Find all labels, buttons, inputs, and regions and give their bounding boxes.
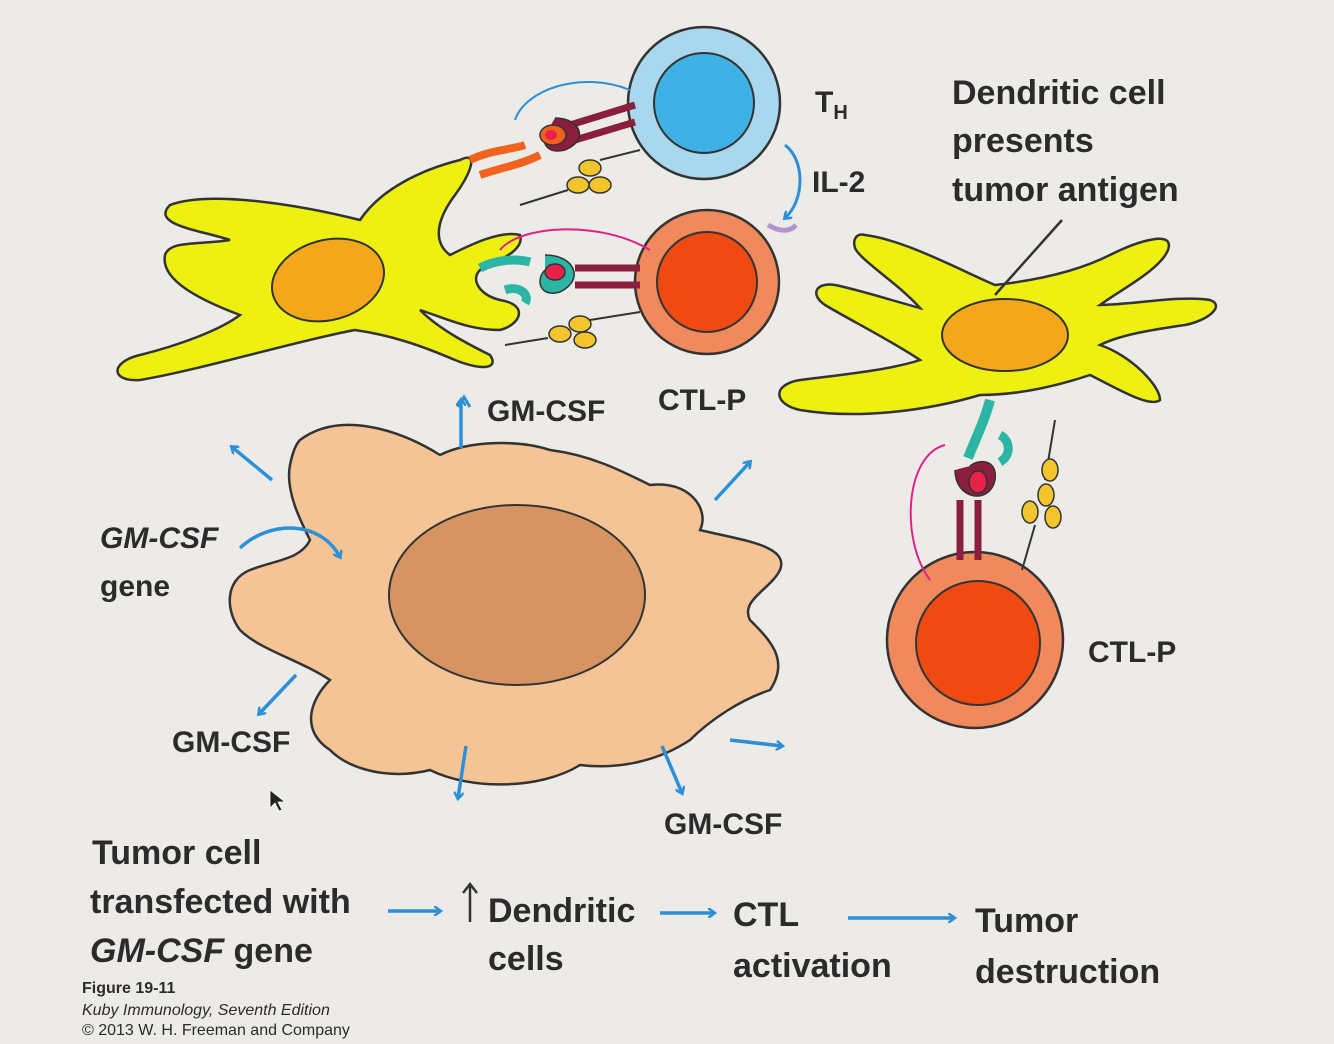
flow-ctl-line2: activation <box>733 947 892 985</box>
ctlp-right-label: CTL-P <box>1088 636 1177 669</box>
increase-arrow-top <box>456 394 472 408</box>
gmcsf-gene-label-line1: GM-CSF <box>100 522 219 555</box>
gmcsf-bottom-label: GM-CSF <box>664 808 783 841</box>
flow-dendritic-line1: Dendritic <box>488 892 636 930</box>
book-title: Kuby Immunology, Seventh Edition <box>82 1001 330 1019</box>
ctlp-nucleus-top <box>656 231 758 333</box>
figure-number: Figure 19-11 <box>82 980 176 997</box>
th-nucleus <box>653 52 755 154</box>
figure-caption: Figure 19-11 Kuby Immunology, Seventh Ed… <box>82 980 350 1040</box>
dc-pointer-line <box>994 219 1063 296</box>
gmcsf-top-label: GM-CSF <box>487 395 606 428</box>
flow-tumor-line1: Tumor cell <box>92 834 262 872</box>
flow-tumor-line3: GM-CSF gene <box>90 932 313 970</box>
gmcsf-arrow-upper-right <box>713 462 750 502</box>
flow-ctl-line1: CTL <box>733 896 800 934</box>
flow-dendritic-line2: cells <box>488 940 564 978</box>
gene-entry-arrow <box>238 526 340 557</box>
gmcsf-gene-label-line2: gene <box>100 570 171 603</box>
ctlp-dc-synapse-top <box>477 228 651 349</box>
il2-receptor <box>766 222 798 233</box>
mouse-cursor-icon <box>269 789 287 812</box>
ctlp-top-label: CTL-P <box>658 384 747 417</box>
gmcsf-left-label: GM-CSF <box>172 726 291 759</box>
gmcsf-arrow-right <box>729 738 782 746</box>
gmcsf-arrow-lower-left <box>259 673 298 714</box>
dendritic-nucleus-left <box>270 237 386 323</box>
copyright: © 2013 W. H. Freeman and Company <box>82 1022 350 1040</box>
ctlp-nucleus-right <box>915 580 1041 706</box>
il2-label: IL-2 <box>812 166 866 199</box>
gmcsf-arrow-down <box>458 745 468 798</box>
flow-tumor-destruction-line2: destruction <box>975 953 1161 991</box>
ctlp-dc-synapse-right <box>909 398 1062 581</box>
dc-title-line3: tumor antigen <box>952 171 1179 209</box>
tumor-nucleus <box>388 504 646 686</box>
th-label: TH <box>815 86 848 124</box>
increase-arrow <box>462 881 478 922</box>
gmcsf-arrow-upper-left <box>232 447 274 482</box>
flow-tumor-line2: transfected with <box>90 883 351 921</box>
th-dc-synapse <box>468 81 641 206</box>
dc-title-line2: presents <box>952 122 1094 160</box>
flow-tumor-destruction-line1: Tumor <box>975 902 1079 940</box>
il2-arrow <box>785 143 802 218</box>
dendritic-nucleus-right <box>941 298 1069 372</box>
flow-arrows <box>388 911 954 918</box>
dc-title-line1: Dendritic cell <box>952 74 1166 112</box>
gmcsf-secretion-arrows <box>232 400 782 798</box>
gmcsf-arrow-down-right <box>660 745 682 793</box>
